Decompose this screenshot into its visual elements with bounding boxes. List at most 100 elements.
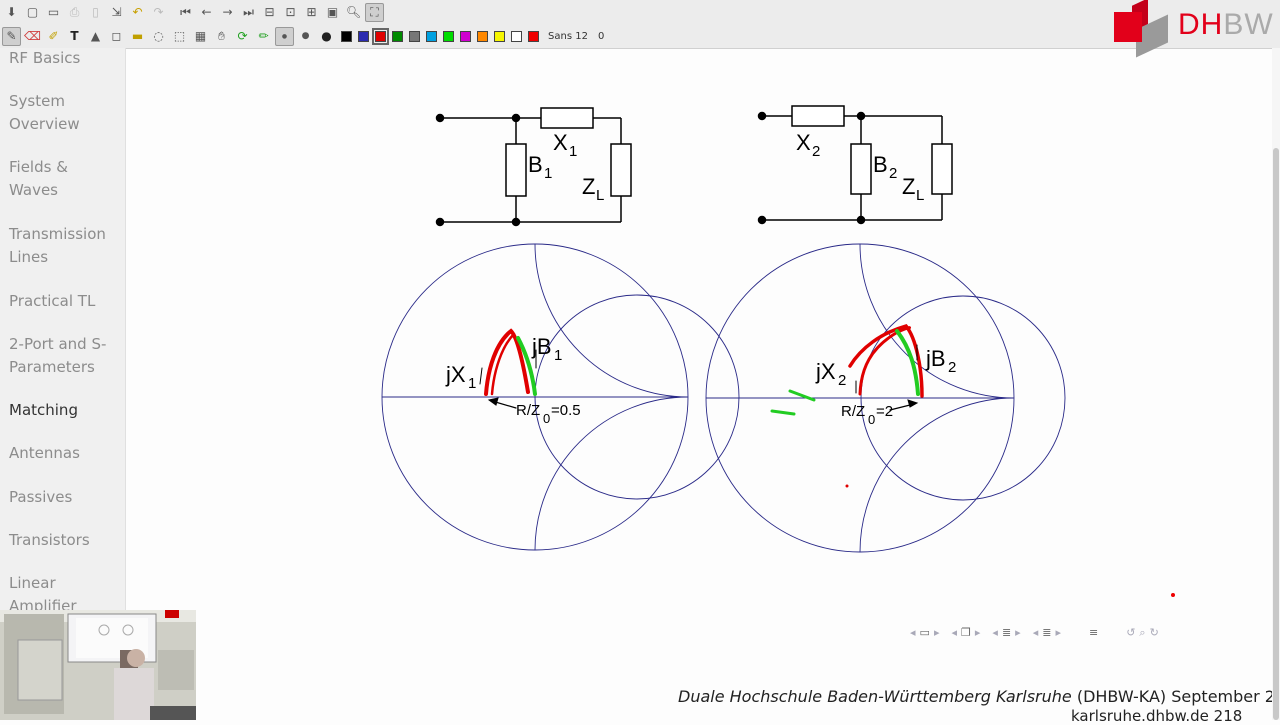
document-icon[interactable]: ≣: [1042, 626, 1052, 639]
color-swatch[interactable]: [460, 30, 471, 42]
color-swatch[interactable]: [443, 30, 454, 42]
eraser-icon[interactable]: ⌫: [24, 29, 41, 43]
next-page-icon[interactable]: →: [222, 5, 233, 19]
circuit2-z-sub: L: [916, 187, 924, 204]
download-icon[interactable]: ⬇: [6, 5, 17, 19]
dot-medium-icon[interactable]: ●: [301, 31, 310, 41]
zoom-out-icon[interactable]: ⊟: [264, 5, 275, 19]
lasso-icon[interactable]: ◌: [153, 29, 164, 43]
smith1-jx-sub: 1: [468, 375, 476, 392]
last-page-icon[interactable]: ⏭: [243, 4, 254, 19]
pen-icon[interactable]: ✎: [2, 26, 21, 46]
color-swatch[interactable]: [477, 30, 488, 42]
beamer-navigation: ◂ ▭ ▸ ◂ ❐ ▸ ◂ ≣ ▸ ◂ ≣ ▸ ≡ ↺ ⌕ ↻: [910, 626, 1159, 640]
redo-icon[interactable]: ↷: [153, 5, 164, 19]
page-icon[interactable]: ▯: [92, 5, 99, 19]
circuit1-x-sub: 1: [569, 143, 577, 160]
toolbar-row-tools: ✎ ⌫ ✐ T ▲ ◻ ▬ ◌ ⬚ ▦ ✋︎ ⟳ ✏ ● ● ● Sans 12…: [2, 25, 608, 47]
logo-text-grey: BW: [1223, 8, 1274, 41]
nav-right-icon[interactable]: ▸: [933, 626, 940, 639]
font-size-value[interactable]: 0: [597, 30, 605, 42]
text-icon[interactable]: T: [70, 29, 79, 43]
sidebar-item-2-port[interactable]: 2-Port and S-Parameters: [9, 335, 107, 376]
smith1-jb-label: jB: [531, 334, 552, 359]
refresh-icon[interactable]: ⟳: [237, 29, 248, 43]
nav-left-icon[interactable]: ◂: [951, 626, 957, 639]
section-icon[interactable]: ≣: [1001, 626, 1012, 639]
slide-canvas[interactable]: X 1 B 1 Z L X 2 B 2 Z L: [126, 48, 1272, 720]
new-page-icon[interactable]: ▢: [26, 5, 39, 19]
smith1-annotations: [479, 328, 537, 409]
undo-icon[interactable]: ↶: [132, 5, 143, 19]
circuit1-z-sub: L: [596, 187, 604, 204]
fit-page-icon[interactable]: ⊡: [285, 5, 296, 19]
zoom-in-icon[interactable]: ⊞: [306, 5, 317, 19]
color-swatch[interactable]: [528, 30, 539, 42]
image-icon[interactable]: ▲: [90, 29, 101, 43]
pen-settings-icon[interactable]: ✏: [258, 29, 269, 43]
toc-icon[interactable]: ≡: [1088, 626, 1099, 639]
slide-drawing: X 1 B 1 Z L X 2 B 2 Z L: [381, 105, 1066, 553]
logo-mark-red-block: [1114, 12, 1142, 42]
annotation-toolbar: ⬇ ▢ ▭ ⎙ ▯ ⇲ ↶ ↷ ⏮ ← → ⏭ ⊟ ⊡ ⊞ ▣ 🔍︎ ⛶ ✎ ⌫…: [0, 0, 1280, 49]
sidebar-item-antennas[interactable]: Antennas: [9, 444, 80, 462]
smith2-jx-label: jX: [815, 359, 836, 384]
dhbw-logo: DHBW: [1110, 0, 1280, 58]
vertical-scrollbar[interactable]: [1272, 48, 1280, 720]
nav-left-icon[interactable]: ◂: [992, 626, 998, 639]
dot-large-icon[interactable]: ●: [321, 29, 332, 43]
forward-icon[interactable]: ↻: [1149, 626, 1159, 639]
open-folder-icon[interactable]: ▭: [47, 5, 60, 19]
subsection-icon[interactable]: ❐: [961, 626, 971, 639]
ruler-icon[interactable]: ▬: [131, 29, 144, 43]
frame-icon[interactable]: ▭: [919, 626, 930, 639]
color-swatch[interactable]: [358, 30, 369, 42]
select-rect-icon[interactable]: ⬚: [173, 29, 186, 43]
footer-institution: Duale Hochschule Baden-Württemberg Karls…: [678, 687, 1280, 706]
nav-left-icon[interactable]: ◂: [910, 626, 916, 639]
select-region-icon[interactable]: ▦: [194, 29, 207, 43]
search-icon[interactable]: ⌕: [1139, 626, 1146, 639]
sidebar-item-matching[interactable]: Matching: [9, 401, 78, 419]
shape-icon[interactable]: ◻: [111, 29, 122, 43]
color-swatch[interactable]: [341, 30, 352, 42]
font-label[interactable]: Sans 12: [548, 30, 588, 42]
color-swatch[interactable]: [511, 30, 522, 42]
sidebar-item-fields-waves[interactable]: Fields & Waves: [9, 158, 68, 199]
sidebar-item-passives[interactable]: Passives: [9, 488, 73, 506]
toolbar-row-file: ⬇ ▢ ▭ ⎙ ▯ ⇲ ↶ ↷ ⏮ ← → ⏭ ⊟ ⊡ ⊞ ▣ 🔍︎ ⛶: [2, 1, 384, 23]
smith2-r-value: =2: [876, 403, 893, 420]
sidebar-item-system-overview[interactable]: System Overview: [9, 92, 80, 133]
sidebar-item-transistors[interactable]: Transistors: [9, 531, 90, 549]
nav-right-icon[interactable]: ▸: [974, 626, 981, 639]
sidebar-item-rf-basics[interactable]: RF Basics: [9, 49, 81, 67]
color-swatch[interactable]: [372, 27, 389, 45]
color-swatch[interactable]: [494, 30, 505, 42]
smith1-r-sub: 0: [543, 411, 550, 426]
back-icon[interactable]: ↺: [1126, 626, 1136, 639]
highlighter-icon[interactable]: ✐: [48, 29, 59, 43]
nav-right-icon[interactable]: ▸: [1015, 626, 1021, 639]
sidebar-item-transmission-lines[interactable]: Transmission Lines: [9, 225, 106, 266]
sidebar-item-practical-tl[interactable]: Practical TL: [9, 292, 96, 310]
fullscreen-icon[interactable]: ⛶: [365, 2, 384, 22]
first-page-icon[interactable]: ⏮: [180, 4, 191, 19]
nav-left-icon[interactable]: ◂: [1032, 626, 1039, 639]
hand-icon[interactable]: ✋︎: [218, 28, 225, 43]
previous-page-icon[interactable]: ←: [201, 5, 212, 19]
magnifier-icon[interactable]: 🔍︎: [345, 5, 362, 19]
page-info-icon[interactable]: ▣: [326, 5, 339, 19]
circuit-2: [757, 105, 953, 225]
nav-right-icon[interactable]: ▸: [1055, 626, 1061, 639]
color-swatch[interactable]: [426, 30, 437, 42]
export-icon[interactable]: ⇲: [111, 5, 122, 19]
circuit1-x-label: X: [553, 130, 568, 155]
smith2-r-sub: 0: [868, 412, 875, 427]
color-swatch[interactable]: [392, 30, 403, 42]
scrollbar-thumb[interactable]: [1273, 148, 1279, 720]
dot-small-icon[interactable]: ●: [275, 26, 294, 46]
color-swatch[interactable]: [409, 30, 420, 42]
circuit2-x-label: X: [796, 130, 811, 155]
print-icon[interactable]: ⎙: [69, 4, 80, 19]
smith2-jb-sub: 2: [948, 359, 956, 376]
